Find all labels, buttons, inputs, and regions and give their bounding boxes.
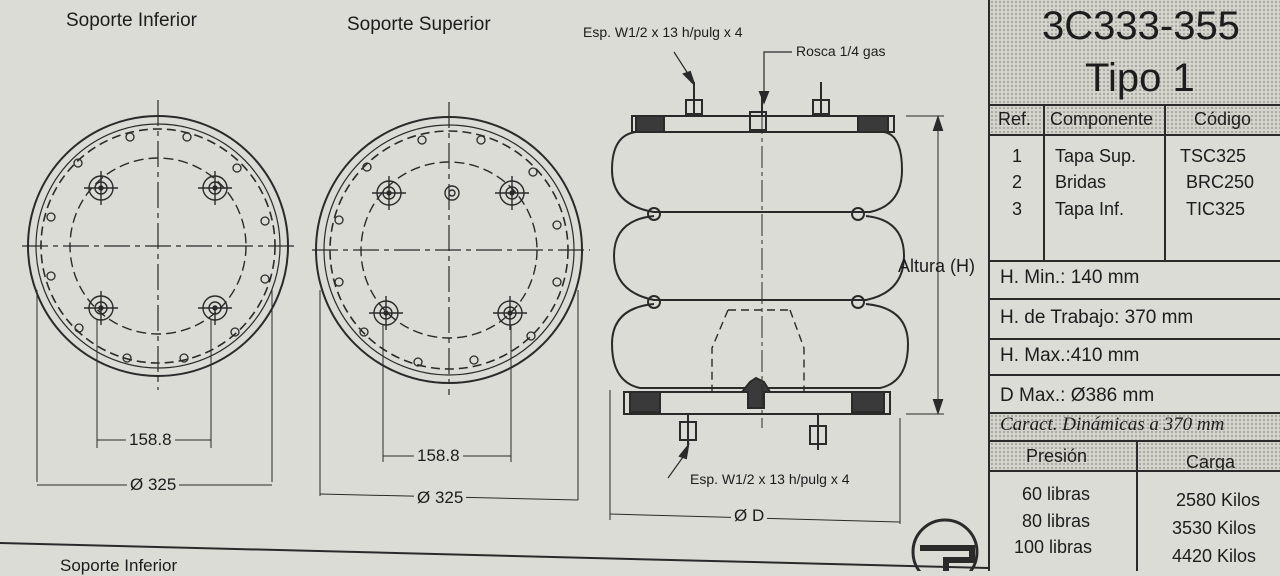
ref-header: Ref. (998, 109, 1032, 129)
manufacturer-logo (911, 518, 979, 571)
upper-support-plate (312, 102, 590, 501)
part-component: Tapa Sup. (1055, 146, 1137, 166)
load-value: 3530 Kilos (1172, 518, 1257, 538)
h-min: H. Min.: 140 mm (1000, 267, 1140, 288)
stud-holes (84, 171, 232, 325)
diameter-right: Ø 325 (414, 488, 467, 508)
spec-panel: 3C333-355 Tipo 1 Ref. Componente Código … (988, 0, 1280, 571)
h-max: H. Max.:410 mm (1000, 345, 1140, 366)
load-value: 2580 Kilos (1176, 490, 1261, 510)
component-header: Componente (1050, 109, 1154, 129)
part-ref: 1 (1012, 146, 1023, 166)
load-value: 4420 Kilos (1172, 546, 1257, 566)
pressure-header: Presión (1026, 446, 1088, 466)
part-ref: 2 (1012, 172, 1023, 192)
upper-support-title: Soporte Superior (347, 14, 491, 35)
gas-thread-label: Rosca 1/4 gas (796, 43, 886, 59)
part-code: TIC325 (1186, 199, 1246, 219)
pressure-value: 60 libras (1022, 484, 1091, 504)
air-spring-side-view (609, 51, 944, 524)
code-header: Código (1194, 109, 1252, 129)
load-header: Carga (1186, 452, 1236, 472)
part-code: BRC250 (1186, 172, 1255, 192)
diameter-d: Ø D (731, 506, 768, 526)
part-component: Tapa Inf. (1055, 199, 1125, 219)
thread-top-label: Esp. W1/2 x 13 h/pulg x 4 (583, 24, 743, 40)
part-code: TSC325 (1180, 146, 1247, 166)
diameter-left: Ø 325 (127, 475, 180, 495)
d-max: D Max.: Ø386 mm (1000, 385, 1155, 406)
thread-bottom-label: Esp. W1/2 x 13 h/pulg x 4 (690, 471, 850, 487)
pressure-value: 80 libras (1022, 511, 1091, 531)
part-ref: 3 (1012, 199, 1023, 219)
height-label: Altura (H) (898, 256, 976, 276)
type-label: Tipo 1 (1085, 56, 1195, 100)
pressure-value: 100 libras (1014, 537, 1093, 557)
rim-holes (46, 132, 270, 363)
bolt-spacing-right: 158.8 (414, 446, 463, 466)
lower-support-title: Soporte Inferior (66, 10, 197, 31)
bottom-cut-label: Soporte Inferior (60, 556, 178, 575)
bolt-spacing-left: 158.8 (126, 430, 175, 450)
part-number: 3C333-355 (1042, 4, 1240, 48)
lower-support-plate (22, 100, 296, 486)
dynamic-title: Caract. Dinámicas a 370 mm (1000, 414, 1225, 435)
h-work: H. de Trabajo: 370 mm (1000, 307, 1194, 328)
part-component: Bridas (1055, 172, 1107, 192)
